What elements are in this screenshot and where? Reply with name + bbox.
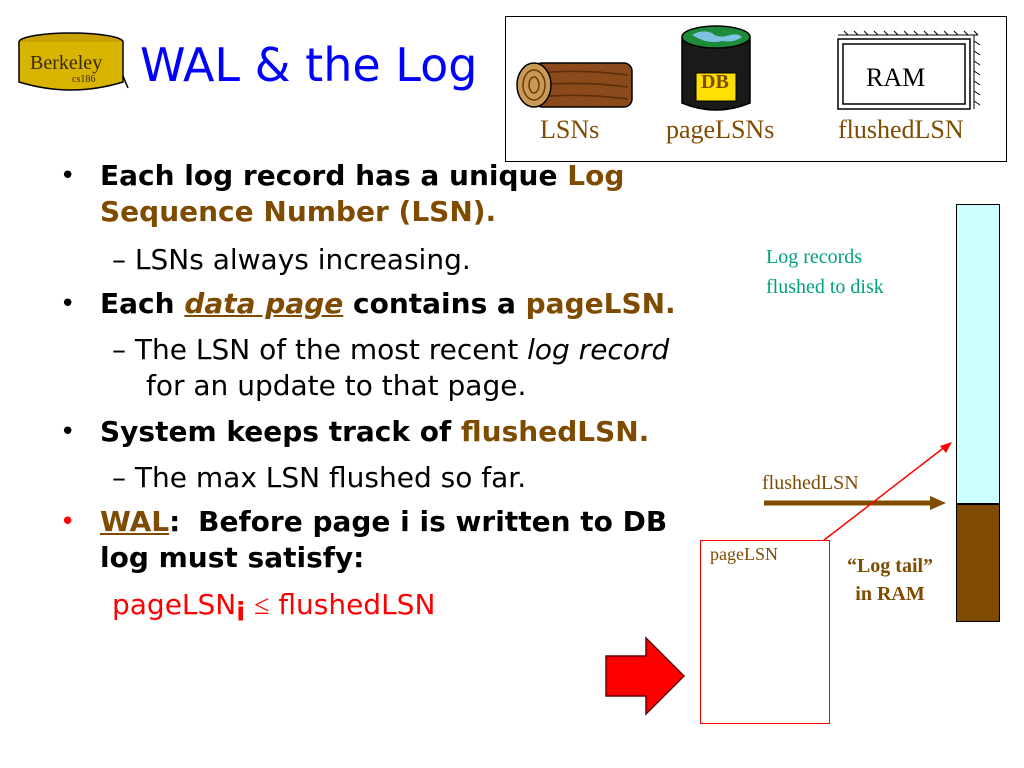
log-records-line1: Log records: [766, 246, 863, 268]
formula-operator: ≤: [254, 590, 270, 621]
berkeley-logo-icon: [18, 32, 129, 91]
formula-subscript: i: [236, 597, 246, 628]
bullet-3-sub-text: The max LSN flushed so far.: [134, 461, 527, 494]
db-label: DB: [701, 71, 729, 93]
wal-colon: :: [169, 505, 181, 538]
log-tail-label: “Log tail” in RAM: [838, 552, 942, 608]
berkeley-logo: Berkeley cs186: [14, 30, 132, 96]
logo-text: Berkeley: [30, 52, 103, 74]
bullet-1-sub: – LSNs always increasing.: [112, 243, 471, 276]
pagelsns-label: pageLSNs: [666, 115, 775, 144]
page-box: [700, 540, 830, 724]
bullet-3-text: System keeps track of: [100, 415, 461, 448]
bullet-3: • System keeps track of flushedLSN.: [60, 414, 649, 450]
bullet-4-text-2: log must satisfy:: [100, 541, 365, 574]
flushedlsn-term: flushedLSN.: [460, 415, 650, 448]
logo-subtext: cs186: [72, 74, 96, 85]
log-icon: [516, 62, 633, 108]
bullet-4: • WAL: Before page i is written to DB lo…: [60, 504, 750, 576]
pagelsn-diagram-label: pageLSN: [710, 544, 778, 564]
flushedlsn-diagram-label: flushedLSN: [762, 472, 859, 494]
pagelsn-pointer-arrow: [805, 442, 952, 555]
database-icon: [681, 25, 751, 111]
log-tail-line1: “Log tail”: [846, 555, 934, 577]
bullet-2: • Each data page contains a pageLSN.: [60, 286, 676, 322]
bullet-3-sub: – The max LSN flushed so far.: [112, 461, 527, 494]
lsns-label: LSNs: [540, 115, 600, 144]
bullet-2-sub-text-b: for an update to that page.: [146, 369, 527, 402]
flushedlsn-label: flushedLSN: [838, 115, 964, 144]
log-record-term: log record: [527, 333, 670, 366]
ram-icon: [837, 30, 981, 110]
log-records-line2: flushed to disk: [766, 276, 884, 298]
bullet-4-text: Before page i is written to DB: [198, 505, 668, 538]
bullet-1-text: Each log record has a unique: [100, 159, 568, 192]
bullet-dot: •: [60, 161, 76, 191]
formula-right: flushedLSN: [278, 588, 436, 621]
data-page-link[interactable]: data page: [184, 287, 344, 320]
bullet-dot: •: [60, 417, 76, 447]
bullet-1-sub-text: LSNs always increasing.: [134, 243, 471, 276]
bullet-2-sub: – The LSN of the most recent log record …: [112, 332, 752, 404]
bullet-2-text-a: Each: [100, 287, 185, 320]
page-title: WAL & the Log: [140, 38, 478, 92]
log-disk-column: [956, 204, 1000, 504]
big-red-arrow-icon: [605, 636, 686, 716]
log-tail-ram-column: [956, 504, 1000, 622]
ram-label: RAM: [866, 63, 926, 92]
lsn-term: Log Sequence Number (LSN).: [100, 159, 625, 228]
formula-left: pageLSN: [112, 588, 237, 621]
bullet-2-text-b: contains a: [343, 287, 526, 320]
bullet-dot: •: [60, 289, 76, 319]
wal-formula: pageLSNi ≤ flushedLSN: [112, 588, 435, 628]
bullet-dot: •: [60, 507, 76, 537]
bullet-1: • Each log record has a unique Log Seque…: [60, 158, 750, 230]
log-records-label: Log records flushed to disk: [766, 242, 884, 302]
wal-term: WAL: [100, 505, 170, 538]
flushedlsn-arrow: [764, 496, 946, 510]
pagelsn-term: pageLSN.: [525, 287, 676, 320]
log-tail-line2: in RAM: [855, 583, 925, 605]
bullet-2-sub-text-a: The LSN of the most recent: [134, 333, 528, 366]
icon-panel: DB RAM LSNs pageLSNs flushedLSN: [505, 16, 1007, 162]
